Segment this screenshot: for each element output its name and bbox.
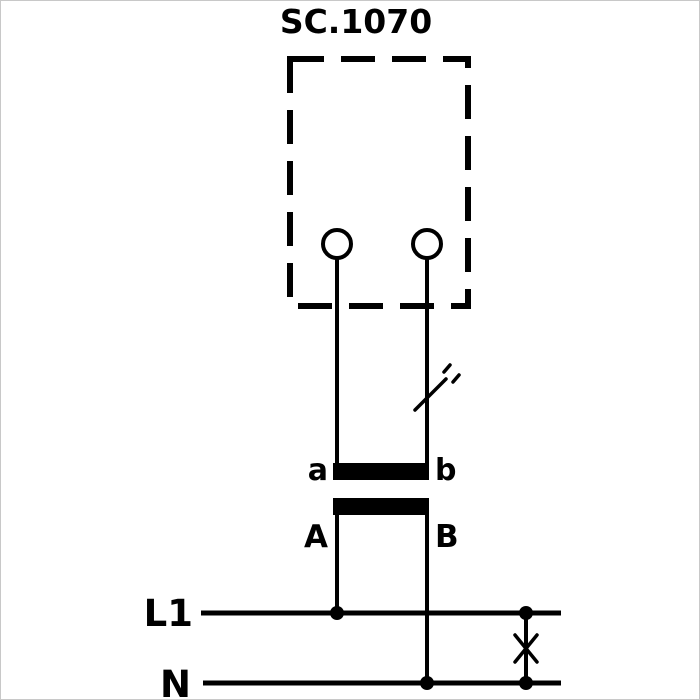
terminal-circle-left (321, 228, 353, 260)
fuse-x-icon (513, 633, 539, 664)
label-neutral-n: N (160, 663, 191, 700)
junction-dot-l1-right (519, 606, 533, 620)
label-line-l1: L1 (144, 592, 193, 635)
junction-dot-l1-left (330, 606, 344, 620)
device-title: SC.1070 (280, 2, 432, 41)
junction-dot-n-right (519, 676, 533, 690)
label-primary-B: B (435, 519, 459, 555)
label-secondary-b: b (435, 453, 456, 488)
winding-bar-primary (333, 498, 429, 515)
dashed-device-outline (287, 56, 471, 309)
junction-dots (330, 606, 533, 690)
label-primary-A: A (304, 519, 328, 555)
disconnect-slash-icon (413, 363, 461, 412)
label-secondary-a: a (308, 453, 328, 488)
winding-bar-secondary (333, 463, 429, 480)
junction-dot-n-left (420, 676, 434, 690)
terminal-circle-right (411, 228, 443, 260)
